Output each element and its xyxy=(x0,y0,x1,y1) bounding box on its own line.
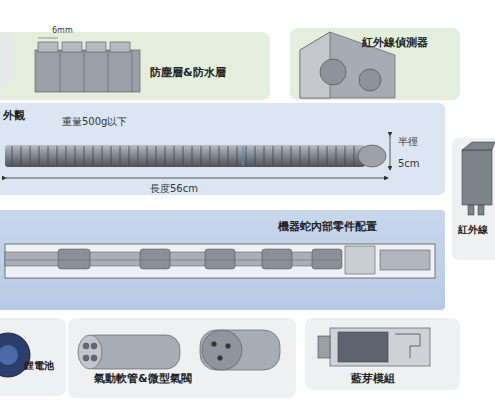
segment-line xyxy=(120,146,121,166)
panel: 防塵層&防水層 xyxy=(0,32,270,100)
panel-title: 紅外線偵測器 xyxy=(362,36,428,49)
panel: 機器蛇內部零件配置 xyxy=(0,210,445,310)
panel: 紅外線偵測器 xyxy=(290,28,460,100)
panel: 氣動軟管&微型氣閥 xyxy=(68,318,296,398)
segment-line xyxy=(111,146,112,166)
panel-title: 藍芽模組 xyxy=(351,372,395,385)
segment-line xyxy=(309,146,310,166)
segment-line xyxy=(345,146,346,166)
panel-title: 鋰電池 xyxy=(24,360,54,372)
segment-line xyxy=(273,146,274,166)
segment-line xyxy=(318,146,319,166)
dimension-label: 5cm xyxy=(398,158,420,170)
segment-line xyxy=(57,146,58,166)
panel: 藍芽模組 xyxy=(305,318,460,390)
segment-line xyxy=(30,146,31,166)
segment-line xyxy=(12,146,13,166)
segment-line xyxy=(327,146,328,166)
segment-line xyxy=(93,146,94,166)
panel-title: 機器蛇內部零件配置 xyxy=(278,220,377,233)
segment-line xyxy=(354,146,355,166)
panel-title: 防塵層&防水層 xyxy=(150,66,226,79)
segment-line xyxy=(264,146,265,166)
segment-line xyxy=(201,146,202,166)
segment-line xyxy=(192,146,193,166)
segment-line xyxy=(165,146,166,166)
dimension-label: 重量500g以下 xyxy=(62,116,127,128)
segment-line xyxy=(138,146,139,166)
segment-line xyxy=(129,146,130,166)
segment-line xyxy=(282,146,283,166)
panel-title: 紅外線 xyxy=(458,224,488,236)
segment-line xyxy=(84,146,85,166)
segment-line xyxy=(66,146,67,166)
segment-line xyxy=(39,146,40,166)
dimension-label: 半徑 xyxy=(398,136,418,148)
segment-line xyxy=(291,146,292,166)
segment-line xyxy=(75,146,76,166)
segment-line xyxy=(246,146,247,166)
panel-title: 外觀 xyxy=(3,109,25,122)
segment-line xyxy=(102,146,103,166)
segment-line xyxy=(48,146,49,166)
segment-line xyxy=(228,146,229,166)
panel: 紅外線 xyxy=(452,138,495,260)
segment-line xyxy=(219,146,220,166)
segment-line xyxy=(156,146,157,166)
segment-line xyxy=(21,146,22,166)
segment-line xyxy=(147,146,148,166)
segment-line xyxy=(300,146,301,166)
segment-line xyxy=(174,146,175,166)
dimension-label: 長度56cm xyxy=(150,183,198,195)
panel: 鋰電池 xyxy=(0,318,66,396)
segment-line xyxy=(237,146,238,166)
dimension-label: 6mm xyxy=(52,26,73,36)
segment-line xyxy=(336,146,337,166)
segment-line xyxy=(183,146,184,166)
panel-title: 氣動軟管&微型氣閥 xyxy=(94,372,192,385)
segment-line xyxy=(210,146,211,166)
segment-line xyxy=(255,146,256,166)
